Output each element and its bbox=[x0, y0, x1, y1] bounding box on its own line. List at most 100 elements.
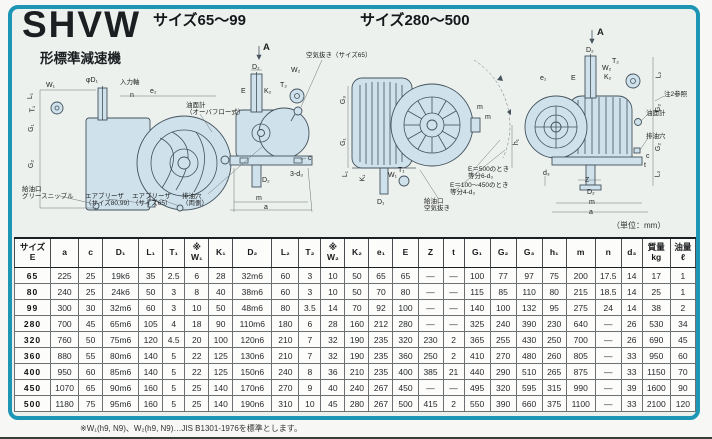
spec-cell: 760 bbox=[50, 331, 80, 348]
spec-cell: — bbox=[417, 299, 444, 316]
spec-cell: 2100 bbox=[641, 395, 671, 412]
spec-cell: 75 bbox=[78, 395, 104, 412]
dim-label-d2-bottom-large: D₂ bbox=[587, 189, 595, 196]
spec-cell: — bbox=[417, 379, 444, 396]
spec-cell: 255 bbox=[489, 331, 517, 348]
dim-label-d3: d₃ bbox=[543, 170, 550, 177]
spec-cell: 18 bbox=[184, 315, 210, 332]
spec-cell: 3 bbox=[162, 283, 186, 300]
spec-cell: 990 bbox=[565, 379, 596, 396]
spec-cell: 17.5 bbox=[594, 267, 622, 284]
spec-cell: 8 bbox=[298, 363, 322, 380]
spec-cell: 215 bbox=[565, 283, 596, 300]
label-oil-fill-air-vent: 給油口 空気抜き bbox=[424, 198, 450, 213]
dim-label-z: Z bbox=[585, 177, 590, 184]
spec-cell: 85m6 bbox=[102, 363, 140, 380]
spec-cell: 55 bbox=[78, 347, 104, 364]
spec-cell: 9 bbox=[298, 379, 322, 396]
spec-cell: 35 bbox=[138, 267, 164, 284]
dim-label-k1-large: K₁ bbox=[359, 174, 367, 182]
column-header: T₁ bbox=[162, 237, 186, 268]
spec-cell: 70 bbox=[669, 363, 697, 380]
drawing-large-side-view bbox=[347, 59, 513, 199]
spec-cell: 22 bbox=[184, 363, 210, 380]
spec-cell: 3.5 bbox=[298, 299, 322, 316]
size-cell: 65 bbox=[13, 267, 52, 284]
spec-cell: 280 bbox=[392, 315, 419, 332]
spec-cell: 235 bbox=[368, 363, 394, 380]
spec-cell: 240 bbox=[50, 283, 80, 300]
spec-cell: 75 bbox=[541, 267, 567, 284]
spec-cell: 10 bbox=[320, 283, 346, 300]
dim-label-g1-large: G₁ bbox=[339, 138, 347, 146]
dim-label-e: E bbox=[241, 88, 246, 95]
spec-cell: 410 bbox=[463, 347, 491, 364]
spec-cell: 510 bbox=[515, 363, 543, 380]
product-title: SHVW bbox=[22, 4, 141, 45]
dim-label-d2: D₂ bbox=[252, 64, 260, 71]
spec-cell: 50 bbox=[138, 283, 164, 300]
spec-cell: 105 bbox=[138, 315, 164, 332]
spec-cell: 2 bbox=[442, 331, 465, 348]
spec-cell: 240 bbox=[344, 379, 370, 396]
spec-cell: — bbox=[594, 363, 622, 380]
dim-label-n: n bbox=[130, 92, 134, 99]
dim-label-g1: G₁ bbox=[27, 124, 35, 132]
column-header: L₁ bbox=[138, 237, 164, 268]
spec-cell: 60 bbox=[271, 283, 300, 300]
spec-cell: 32m6 bbox=[232, 267, 273, 284]
spec-cell: 5 bbox=[162, 379, 186, 396]
spec-cell: 210 bbox=[271, 347, 300, 364]
spec-cell: 10 bbox=[184, 299, 210, 316]
spec-cell: 132 bbox=[515, 299, 543, 316]
size-cell: 450 bbox=[13, 379, 52, 396]
column-header: K₂ bbox=[344, 237, 370, 268]
view-arrow-a-large: A bbox=[597, 27, 604, 38]
spec-cell: 14 bbox=[320, 299, 346, 316]
product-subtitle: 形標準減速機 bbox=[40, 51, 121, 66]
spec-cell: 20 bbox=[184, 331, 210, 348]
spec-cell: 60 bbox=[271, 267, 300, 284]
label-grease-nipple: 給油口 グリースニップル bbox=[22, 186, 74, 201]
size-cell: 400 bbox=[13, 363, 52, 380]
dim-label-t: t bbox=[644, 162, 646, 169]
spec-cell: 30 bbox=[78, 299, 104, 316]
dim-label-e-large: E bbox=[571, 75, 576, 82]
section-size-large: サイズ280～500 bbox=[360, 12, 470, 29]
spec-cell: 7 bbox=[298, 347, 322, 364]
spec-cell: 24k6 bbox=[102, 283, 140, 300]
spec-cell: 400 bbox=[392, 363, 419, 380]
spec-cell: 45 bbox=[78, 315, 104, 332]
label-air-vent-65: 空気抜き（サイズ65） bbox=[306, 52, 372, 59]
spec-cell: 310 bbox=[271, 395, 300, 412]
dim-label-t1-large: T₁ bbox=[398, 167, 405, 174]
column-header: Z bbox=[417, 237, 444, 268]
drawing-small-front-view bbox=[207, 46, 323, 213]
dim-label-d1: φD₁ bbox=[86, 77, 98, 84]
spec-cell: 65m6 bbox=[102, 315, 140, 332]
spec-cell: 450 bbox=[392, 379, 419, 396]
spec-cell: 120n6 bbox=[232, 331, 273, 348]
dim-label-m: m bbox=[256, 195, 262, 202]
spec-cell: 375 bbox=[541, 395, 567, 412]
spec-cell: 1100 bbox=[565, 395, 596, 412]
spec-cell: 950 bbox=[50, 363, 80, 380]
spec-cell: 60 bbox=[669, 347, 697, 364]
spec-cell: 270 bbox=[271, 379, 300, 396]
column-header: d₃ bbox=[620, 237, 643, 268]
dim-label-g2: G₂ bbox=[28, 159, 36, 169]
spec-cell: 2.5 bbox=[162, 267, 186, 284]
dim-label-t2: T₂ bbox=[280, 82, 287, 89]
technical-drawings bbox=[39, 30, 665, 213]
spec-cell: 660 bbox=[515, 395, 543, 412]
spec-cell: 550 bbox=[463, 395, 491, 412]
unit-note: （単位：mm） bbox=[612, 221, 666, 230]
label-oil-gauge-overflow: 油面計 （オーバフロー式） bbox=[186, 102, 245, 117]
spec-cell: 5 bbox=[162, 395, 186, 412]
spec-cell: — bbox=[417, 315, 444, 332]
dim-label-k2-large: K₂ bbox=[604, 74, 612, 81]
